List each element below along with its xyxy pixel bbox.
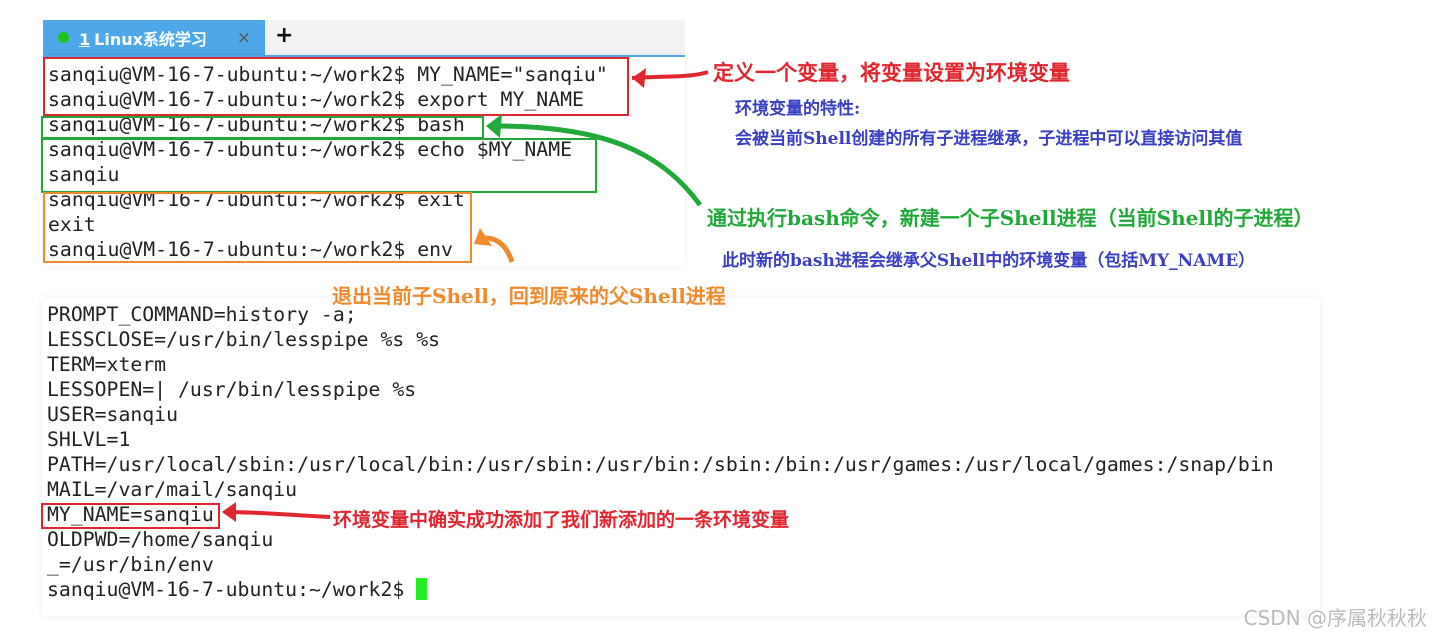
terminal-line: USER=sanqiu bbox=[47, 403, 179, 426]
arrow-bash bbox=[489, 123, 703, 207]
annotation-env-result: 环境变量中确实成功添加了我们新添加的一条环境变量 bbox=[333, 509, 790, 531]
arrow-env-head bbox=[222, 502, 236, 522]
terminal-line: MAIL=/var/mail/sanqiu bbox=[47, 478, 298, 501]
new-tab-button[interactable]: + bbox=[275, 23, 294, 48]
cursor bbox=[416, 578, 428, 600]
highlight-box-myname bbox=[41, 503, 220, 529]
annotation-define: 定义一个变量，将变量设置为环境变量 bbox=[713, 60, 1070, 85]
terminal-line: LESSCLOSE=/usr/bin/lesspipe %s %s bbox=[47, 328, 441, 351]
watermark: CSDN @序属秋秋秋 bbox=[1243, 606, 1427, 630]
annotation-feature-desc: 会被当前Shell创建的所有子进程继承，子进程中可以直接访问其值 bbox=[735, 129, 1243, 149]
terminal-line: exit bbox=[48, 213, 96, 236]
status-dot-icon bbox=[58, 32, 69, 43]
terminal-line: _=/usr/bin/env bbox=[47, 553, 214, 576]
terminal-line: sanqiu@VM-16-7-ubuntu:~/work2$ MY_NAME="… bbox=[48, 63, 608, 86]
terminal-line: sanqiu@VM-16-7-ubuntu:~/work2$ bash bbox=[48, 113, 465, 136]
terminal-line: MY_NAME=sanqiu bbox=[47, 503, 214, 526]
terminal-line: LESSOPEN=| /usr/bin/lesspipe %s bbox=[47, 378, 417, 401]
terminal-line: sanqiu bbox=[48, 163, 120, 186]
terminal-line: SHLVL=1 bbox=[47, 428, 131, 451]
terminal-line: OLDPWD=/home/sanqiu bbox=[47, 528, 274, 551]
terminal-line: PATH=/usr/local/sbin:/usr/local/bin:/usr… bbox=[47, 453, 1274, 476]
highlight-box-exit bbox=[43, 192, 472, 263]
arrow-exit-head bbox=[474, 228, 492, 246]
arrow-bash-head bbox=[486, 114, 502, 138]
annotation-bash: 通过执行bash命令，新建一个子Shell进程（当前Shell的子进程） bbox=[707, 206, 1314, 230]
terminal-line: TERM=xterm bbox=[47, 353, 167, 376]
arrow-define-head bbox=[632, 68, 646, 88]
terminal-line: PROMPT_COMMAND=history -a; bbox=[47, 303, 357, 326]
terminal-bottom-panel[interactable] bbox=[42, 298, 1320, 616]
arrow-env bbox=[223, 510, 331, 519]
terminal-output-bottom: PROMPT_COMMAND=history -a;LESSCLOSE=/usr… bbox=[47, 302, 1274, 602]
terminal-output-top: sanqiu@VM-16-7-ubuntu:~/work2$ MY_NAME="… bbox=[48, 62, 608, 262]
annotation-exit: 退出当前子Shell，回到原来的父Shell进程 bbox=[332, 284, 726, 308]
terminal-line: sanqiu@VM-16-7-ubuntu:~/work2$ env bbox=[48, 238, 453, 261]
terminal-line: sanqiu@VM-16-7-ubuntu:~/work2$ export MY… bbox=[48, 88, 584, 111]
terminal-line: sanqiu@VM-16-7-ubuntu:~/work2$ echo $MY_… bbox=[48, 138, 573, 161]
annotation-bash-inherit: 此时新的bash进程会继承父Shell中的环境变量（包括MY_NAME） bbox=[722, 251, 1256, 271]
terminal-top-panel[interactable] bbox=[43, 55, 685, 267]
annotation-feature-title: 环境变量的特性: bbox=[735, 99, 861, 119]
terminal-prompt-line: sanqiu@VM-16-7-ubuntu:~/work2$ bbox=[47, 577, 1274, 602]
close-icon[interactable]: × bbox=[236, 27, 251, 48]
highlight-box-define bbox=[43, 57, 629, 116]
